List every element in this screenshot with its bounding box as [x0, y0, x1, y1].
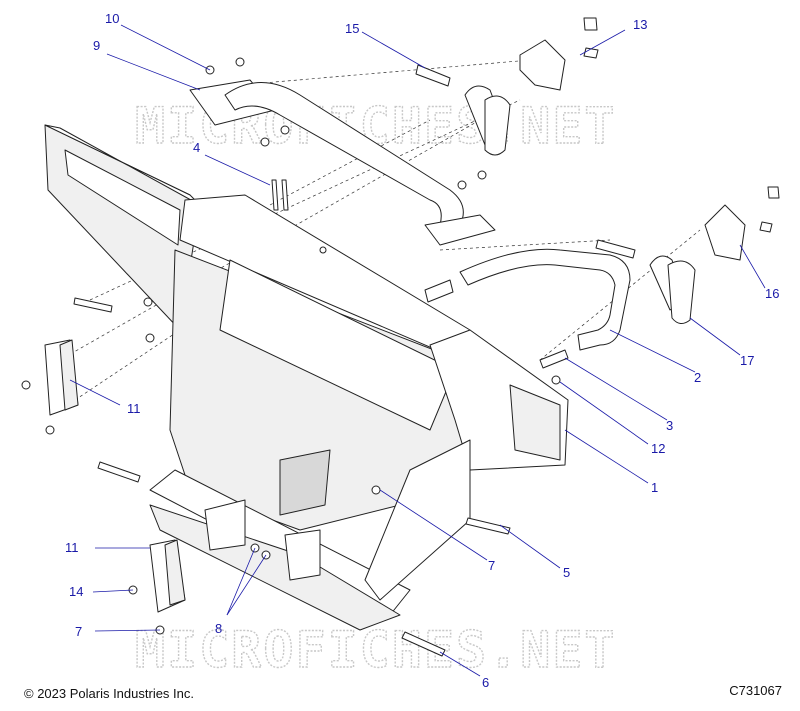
callout-13: 13: [633, 17, 647, 32]
callout-4: 4: [193, 140, 200, 155]
callout-5: 5: [563, 565, 570, 580]
callout-8: 8: [215, 621, 222, 636]
tube-bar: [459, 248, 631, 351]
figure-code: C731067: [729, 683, 782, 698]
callout-14: 14: [69, 584, 83, 599]
callout-11a: 11: [127, 401, 141, 416]
callout-6: 6: [482, 675, 489, 690]
callout-7a: 7: [488, 558, 495, 573]
callout-9: 9: [93, 38, 100, 53]
upper-grab-bar: [189, 79, 496, 246]
callout-3: 3: [666, 418, 673, 433]
shackles-lower: [649, 255, 696, 324]
watermark-bottom: MICROFICHES.NET: [135, 621, 617, 679]
d-ring-bracket-right: [704, 204, 746, 261]
callout-2: 2: [694, 370, 701, 385]
shackles-upper: [464, 85, 511, 156]
bumper-frame: [44, 124, 569, 631]
callout-labels: 1 2 3 4 5 6 7 7 8 9 10 11 11 12 13 14 15…: [65, 11, 779, 690]
hinge-bracket-upper: [44, 339, 79, 416]
callout-17: 17: [740, 353, 754, 368]
copyright-text: © 2023 Polaris Industries Inc.: [24, 686, 194, 701]
callout-10: 10: [105, 11, 119, 26]
callout-11b: 11: [65, 540, 79, 555]
d-ring-bracket-left: [519, 39, 566, 91]
callout-leaders: [69, 24, 766, 677]
hinge-bracket-lower: [149, 539, 186, 613]
callout-16: 16: [765, 286, 779, 301]
callout-12: 12: [651, 441, 665, 456]
callout-7b: 7: [75, 624, 82, 639]
callout-15: 15: [345, 21, 359, 36]
fasteners: [21, 17, 780, 657]
callout-1: 1: [651, 480, 658, 495]
